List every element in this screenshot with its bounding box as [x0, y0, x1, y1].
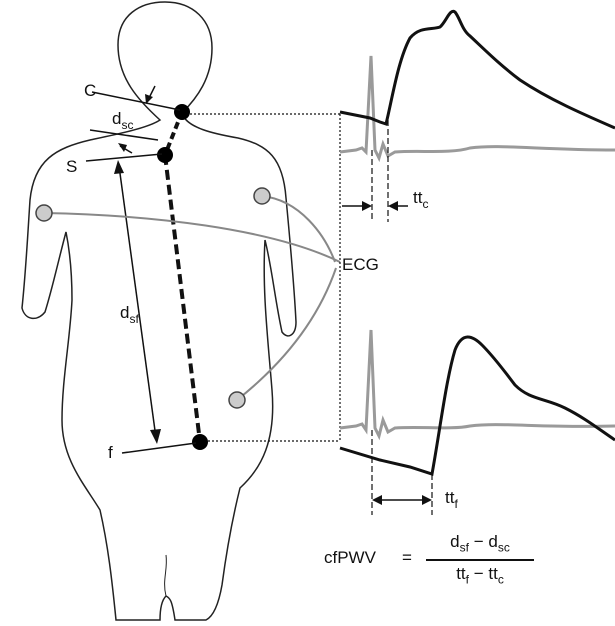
ecg-label: ECG — [342, 255, 379, 274]
ecg-electrode-lower — [229, 392, 245, 408]
ecg-lead-right — [262, 196, 335, 262]
ecg-electrode-left-shoulder — [36, 205, 52, 221]
femoral-leader — [122, 443, 196, 453]
ttf-label: ttf — [445, 488, 458, 511]
ttf-arrowhead-right — [422, 495, 432, 505]
dsf-arrowhead-bottom — [150, 429, 161, 444]
carotid-ecg-wave — [340, 56, 615, 158]
dsc-arrowhead-bottom — [118, 143, 127, 152]
sternal-leader — [86, 154, 162, 161]
ecg-lead-left — [44, 213, 340, 262]
formula-equals: = — [402, 548, 412, 568]
formula-numerator: dsf − dsc — [428, 532, 532, 554]
carotid-pressure-wave — [340, 11, 615, 128]
ecg-lead-lower — [237, 268, 336, 400]
femoral-label: f — [108, 443, 113, 462]
carotid-label: C — [84, 81, 96, 100]
formula-denominator: ttf − ttc — [428, 564, 532, 586]
femoral-pressure-wave — [340, 337, 615, 474]
dsf-arrow — [119, 166, 156, 438]
femoral-ecg-wave — [340, 330, 615, 436]
dsc-label: dsc — [112, 109, 133, 132]
dsf-arrowhead-top — [114, 160, 124, 174]
body-midline — [165, 555, 167, 596]
sternal-label: S — [66, 157, 77, 176]
femoral-point — [192, 434, 208, 450]
cfpwv-formula: cfPWV = dsf − dsc ttf − ttc — [324, 532, 574, 588]
ttc-label: ttc — [413, 188, 428, 211]
ttc-arrowhead-right — [388, 201, 398, 211]
body-outline — [22, 2, 296, 620]
carotid-point — [174, 104, 190, 120]
dsc-arrowhead-top — [145, 94, 153, 104]
sternal-femoral-path — [165, 155, 200, 442]
formula-lhs: cfPWV — [324, 548, 376, 568]
ecg-electrode-right-shoulder — [254, 188, 270, 204]
dsf-label: dsf — [120, 303, 139, 326]
sternal-point — [157, 147, 173, 163]
ttc-arrowhead-left — [362, 201, 372, 211]
formula-fraction-bar — [426, 559, 534, 561]
ttf-arrowhead-left — [372, 495, 382, 505]
